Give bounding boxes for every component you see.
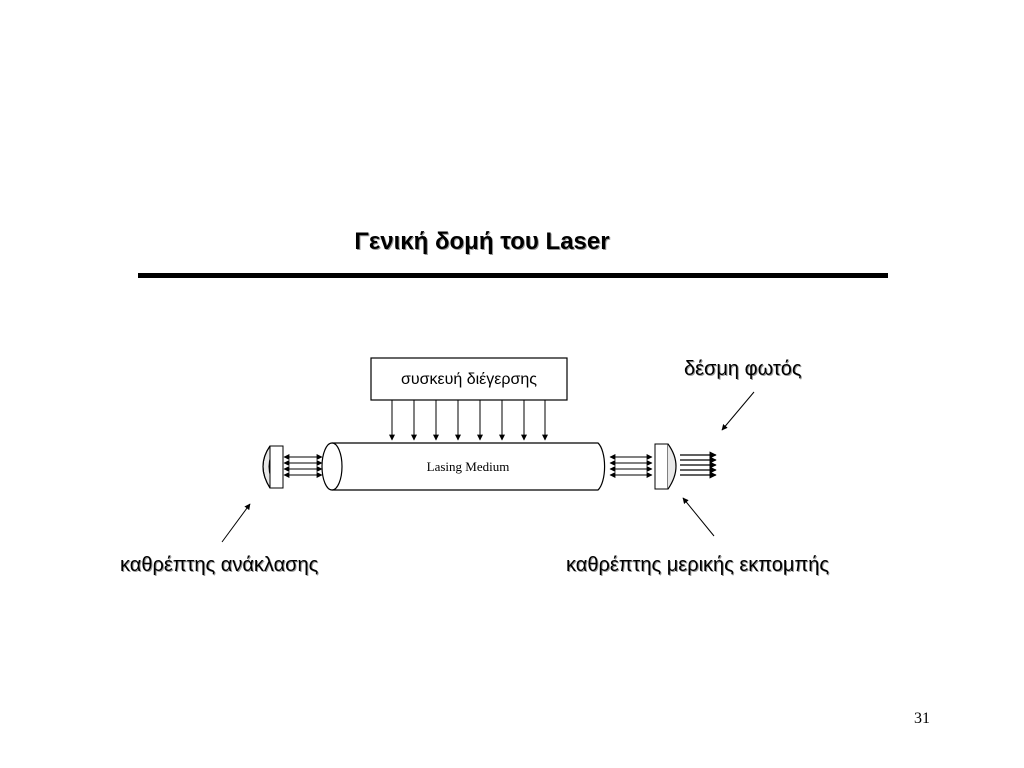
lasing-medium-label: Lasing Medium [427, 459, 510, 474]
internal-beams-left [283, 454, 323, 478]
reflective-mirror [262, 445, 284, 489]
partial-mirror [654, 443, 677, 490]
partial-mirror-label: καθρέπτης μερικής εκπομπής [566, 554, 829, 576]
lasing-medium: Lasing Medium [321, 442, 606, 491]
partial-mirror-pointer-arrow [682, 497, 715, 537]
beam-pointer-arrow [721, 391, 755, 431]
output-beam [680, 451, 717, 479]
slide-title: Γενική δομή του Laser [354, 228, 610, 255]
pump-arrows [389, 400, 548, 441]
page-number: 31 [914, 710, 930, 727]
output-beam-label: δέσμη φωτός [684, 358, 802, 380]
pump-device: συσκευή διέγερσης [370, 357, 568, 401]
reflective-mirror-label: καθρέπτης ανάκλασης [120, 554, 319, 576]
title-underline [138, 273, 888, 278]
pump-device-label: συσκευή διέγερσης [401, 371, 537, 388]
internal-beams-right [609, 454, 653, 478]
reflective-mirror-pointer-arrow [221, 503, 251, 543]
